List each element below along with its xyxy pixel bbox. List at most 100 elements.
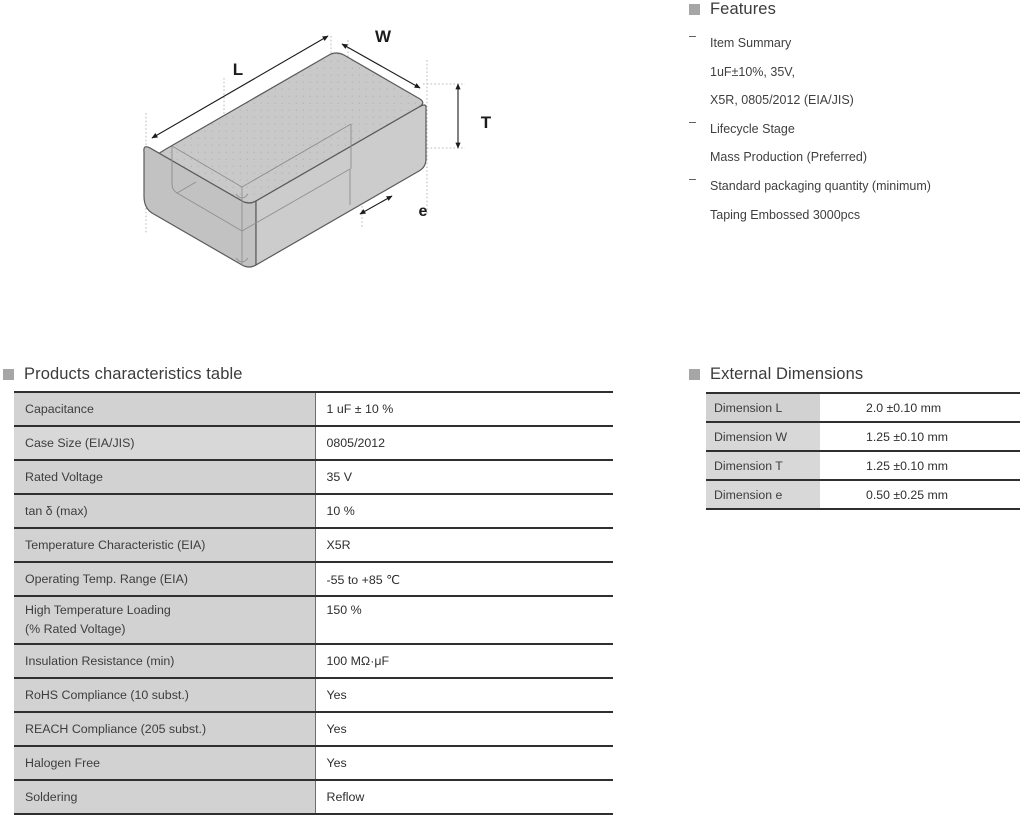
row-label-cell: Operating Temp. Range (EIA) bbox=[14, 561, 315, 597]
row-label-text: Operating Temp. Range (EIA) bbox=[25, 572, 188, 586]
table-row: Dimension L 2.0 ±0.10 mm bbox=[706, 392, 1020, 423]
dimension-label-T: T bbox=[481, 113, 492, 132]
square-marker-icon bbox=[689, 369, 700, 380]
row-value-text: 1 uF ± 10 % bbox=[326, 402, 394, 416]
dimension-label-L: L bbox=[233, 60, 243, 79]
row-value-text: 0.50 ±0.25 mm bbox=[866, 487, 948, 502]
row-value-cell: 1.25 ±0.10 mm bbox=[820, 421, 1020, 452]
row-value-cell: 35 V bbox=[314, 459, 613, 495]
table-row: Soldering Reflow bbox=[14, 779, 613, 815]
dimension-arrow-e bbox=[359, 195, 393, 215]
row-value-text: -55 to +85 ℃ bbox=[326, 572, 401, 587]
table-row: Rated Voltage 35 V bbox=[14, 459, 613, 495]
row-value-text: Reflow bbox=[326, 790, 365, 804]
dimension-arrow-L bbox=[151, 35, 329, 139]
row-value-text: 100 MΩ·μF bbox=[326, 654, 390, 668]
capacitor-body bbox=[143, 52, 427, 268]
row-value-text: 2.0 ±0.10 mm bbox=[866, 400, 942, 415]
row-label-text: Dimension e bbox=[714, 487, 783, 502]
feature-subline: Taping Embossed 3000pcs bbox=[710, 207, 861, 222]
row-value-cell: Yes bbox=[314, 745, 613, 781]
row-value-text: 150 % bbox=[326, 603, 362, 617]
feature-item: –Standard packaging quantity (minimum) Ta… bbox=[689, 172, 1019, 229]
row-value-cell: 2.0 ±0.10 mm bbox=[820, 392, 1020, 423]
dimensions-title: External Dimensions bbox=[710, 365, 864, 383]
row-value-text: Yes bbox=[326, 688, 347, 702]
row-label-cell: High Temperature Loading (% Rated Voltage… bbox=[14, 595, 315, 645]
row-value-cell: Reflow bbox=[314, 779, 613, 815]
feature-subline: 1uF±10%, 35V, bbox=[710, 64, 795, 79]
dimensions-section-header: External Dimensions bbox=[689, 365, 863, 384]
row-label-cell: Dimension e bbox=[706, 479, 820, 510]
feature-subline: Mass Production (Preferred) bbox=[710, 150, 868, 165]
square-marker-icon bbox=[689, 4, 700, 15]
row-label-text: RoHS Compliance (10 subst.) bbox=[25, 688, 189, 702]
row-label-text: Insulation Resistance (min) bbox=[25, 654, 175, 668]
row-value-cell: X5R bbox=[314, 527, 613, 563]
feature-label: Lifecycle Stage bbox=[710, 121, 795, 136]
row-label-text: Dimension W bbox=[714, 429, 788, 444]
characteristics-title: Products characteristics table bbox=[24, 365, 243, 383]
row-label-text: High Temperature Loading bbox=[25, 603, 171, 617]
row-value-cell: 1 uF ± 10 % bbox=[314, 391, 613, 427]
row-label-cell: Dimension L bbox=[706, 392, 820, 423]
table-row: Case Size (EIA/JIS) 0805/2012 bbox=[14, 425, 613, 461]
feature-label: Standard packaging quantity (minimum) bbox=[710, 178, 931, 193]
feature-label: Item Summary bbox=[710, 36, 792, 50]
row-value-text: X5R bbox=[326, 538, 351, 552]
row-value-cell: 150 % bbox=[314, 595, 613, 645]
row-value-cell: 1.25 ±0.10 mm bbox=[820, 450, 1020, 481]
row-label-text: Dimension L bbox=[714, 400, 783, 415]
features-section-header: Features bbox=[689, 0, 776, 19]
feature-subline: X5R, 0805/2012 (EIA/JIS) bbox=[710, 93, 854, 108]
row-value-text: 0805/2012 bbox=[326, 436, 386, 450]
row-value-cell: 0.50 ±0.25 mm bbox=[820, 479, 1020, 510]
row-value-text: 10 % bbox=[326, 504, 355, 518]
row-value-cell: Yes bbox=[314, 711, 613, 747]
characteristics-section-header: Products characteristics table bbox=[3, 365, 243, 384]
row-label-text: Capacitance bbox=[25, 402, 94, 416]
table-row: RoHS Compliance (10 subst.) Yes bbox=[14, 677, 613, 713]
table-row: High Temperature Loading (% Rated Voltage… bbox=[14, 595, 613, 645]
row-label-cell: Insulation Resistance (min) bbox=[14, 643, 315, 679]
dash-bullet-icon: – bbox=[689, 29, 696, 43]
table-row: Halogen Free Yes bbox=[14, 745, 613, 781]
row-label-cell: Rated Voltage bbox=[14, 459, 315, 495]
row-label-cell: RoHS Compliance (10 subst.) bbox=[14, 677, 315, 713]
chip-capacitor-diagram: L W T e bbox=[120, 18, 500, 288]
table-row: Capacitance 1 uF ± 10 % bbox=[14, 391, 613, 427]
dimension-label-e: e bbox=[419, 203, 428, 220]
body-edge-details bbox=[171, 123, 352, 265]
row-value-cell: 0805/2012 bbox=[314, 425, 613, 461]
row-value-text: Yes bbox=[326, 722, 347, 736]
row-label-cell: Temperature Characteristic (EIA) bbox=[14, 527, 315, 563]
external-dimensions-table: Dimension L 2.0 ±0.10 mm Dimension W 1.25 ±… bbox=[706, 392, 1020, 510]
row-value-text: 35 V bbox=[326, 470, 353, 484]
table-row: REACH Compliance (205 subst.) Yes bbox=[14, 711, 613, 747]
features-title: Features bbox=[710, 0, 776, 18]
products-characteristics-table: Capacitance 1 uF ± 10 % Case Size (EIA/JIS… bbox=[14, 391, 613, 815]
table-row: Temperature Characteristic (EIA) X5R bbox=[14, 527, 613, 563]
row-label-cell: Dimension W bbox=[706, 421, 820, 452]
dimension-label-W: W bbox=[375, 27, 392, 46]
row-value-cell: 100 MΩ·μF bbox=[314, 643, 613, 679]
row-label-text: REACH Compliance (205 subst.) bbox=[25, 722, 207, 736]
row-label-cell: Dimension T bbox=[706, 450, 820, 481]
table-row: Insulation Resistance (min) 100 MΩ·μF bbox=[14, 643, 613, 679]
row-value-cell: 10 % bbox=[314, 493, 613, 529]
row-value-text: 1.25 ±0.10 mm bbox=[866, 429, 948, 444]
row-label-cell: tan δ (max) bbox=[14, 493, 315, 529]
row-label-text-second: (% Rated Voltage) bbox=[25, 622, 126, 636]
table-row: tan δ (max) 10 % bbox=[14, 493, 613, 529]
row-label-cell: REACH Compliance (205 subst.) bbox=[14, 711, 315, 747]
row-value-text: Yes bbox=[326, 756, 347, 770]
row-label-cell: Capacitance bbox=[14, 391, 315, 427]
row-label-cell: Halogen Free bbox=[14, 745, 315, 781]
row-label-text: Soldering bbox=[25, 790, 78, 804]
dash-bullet-icon: – bbox=[689, 171, 696, 186]
row-label-cell: Case Size (EIA/JIS) bbox=[14, 425, 315, 461]
capacitor-3d-svg: L W T e bbox=[143, 27, 492, 268]
